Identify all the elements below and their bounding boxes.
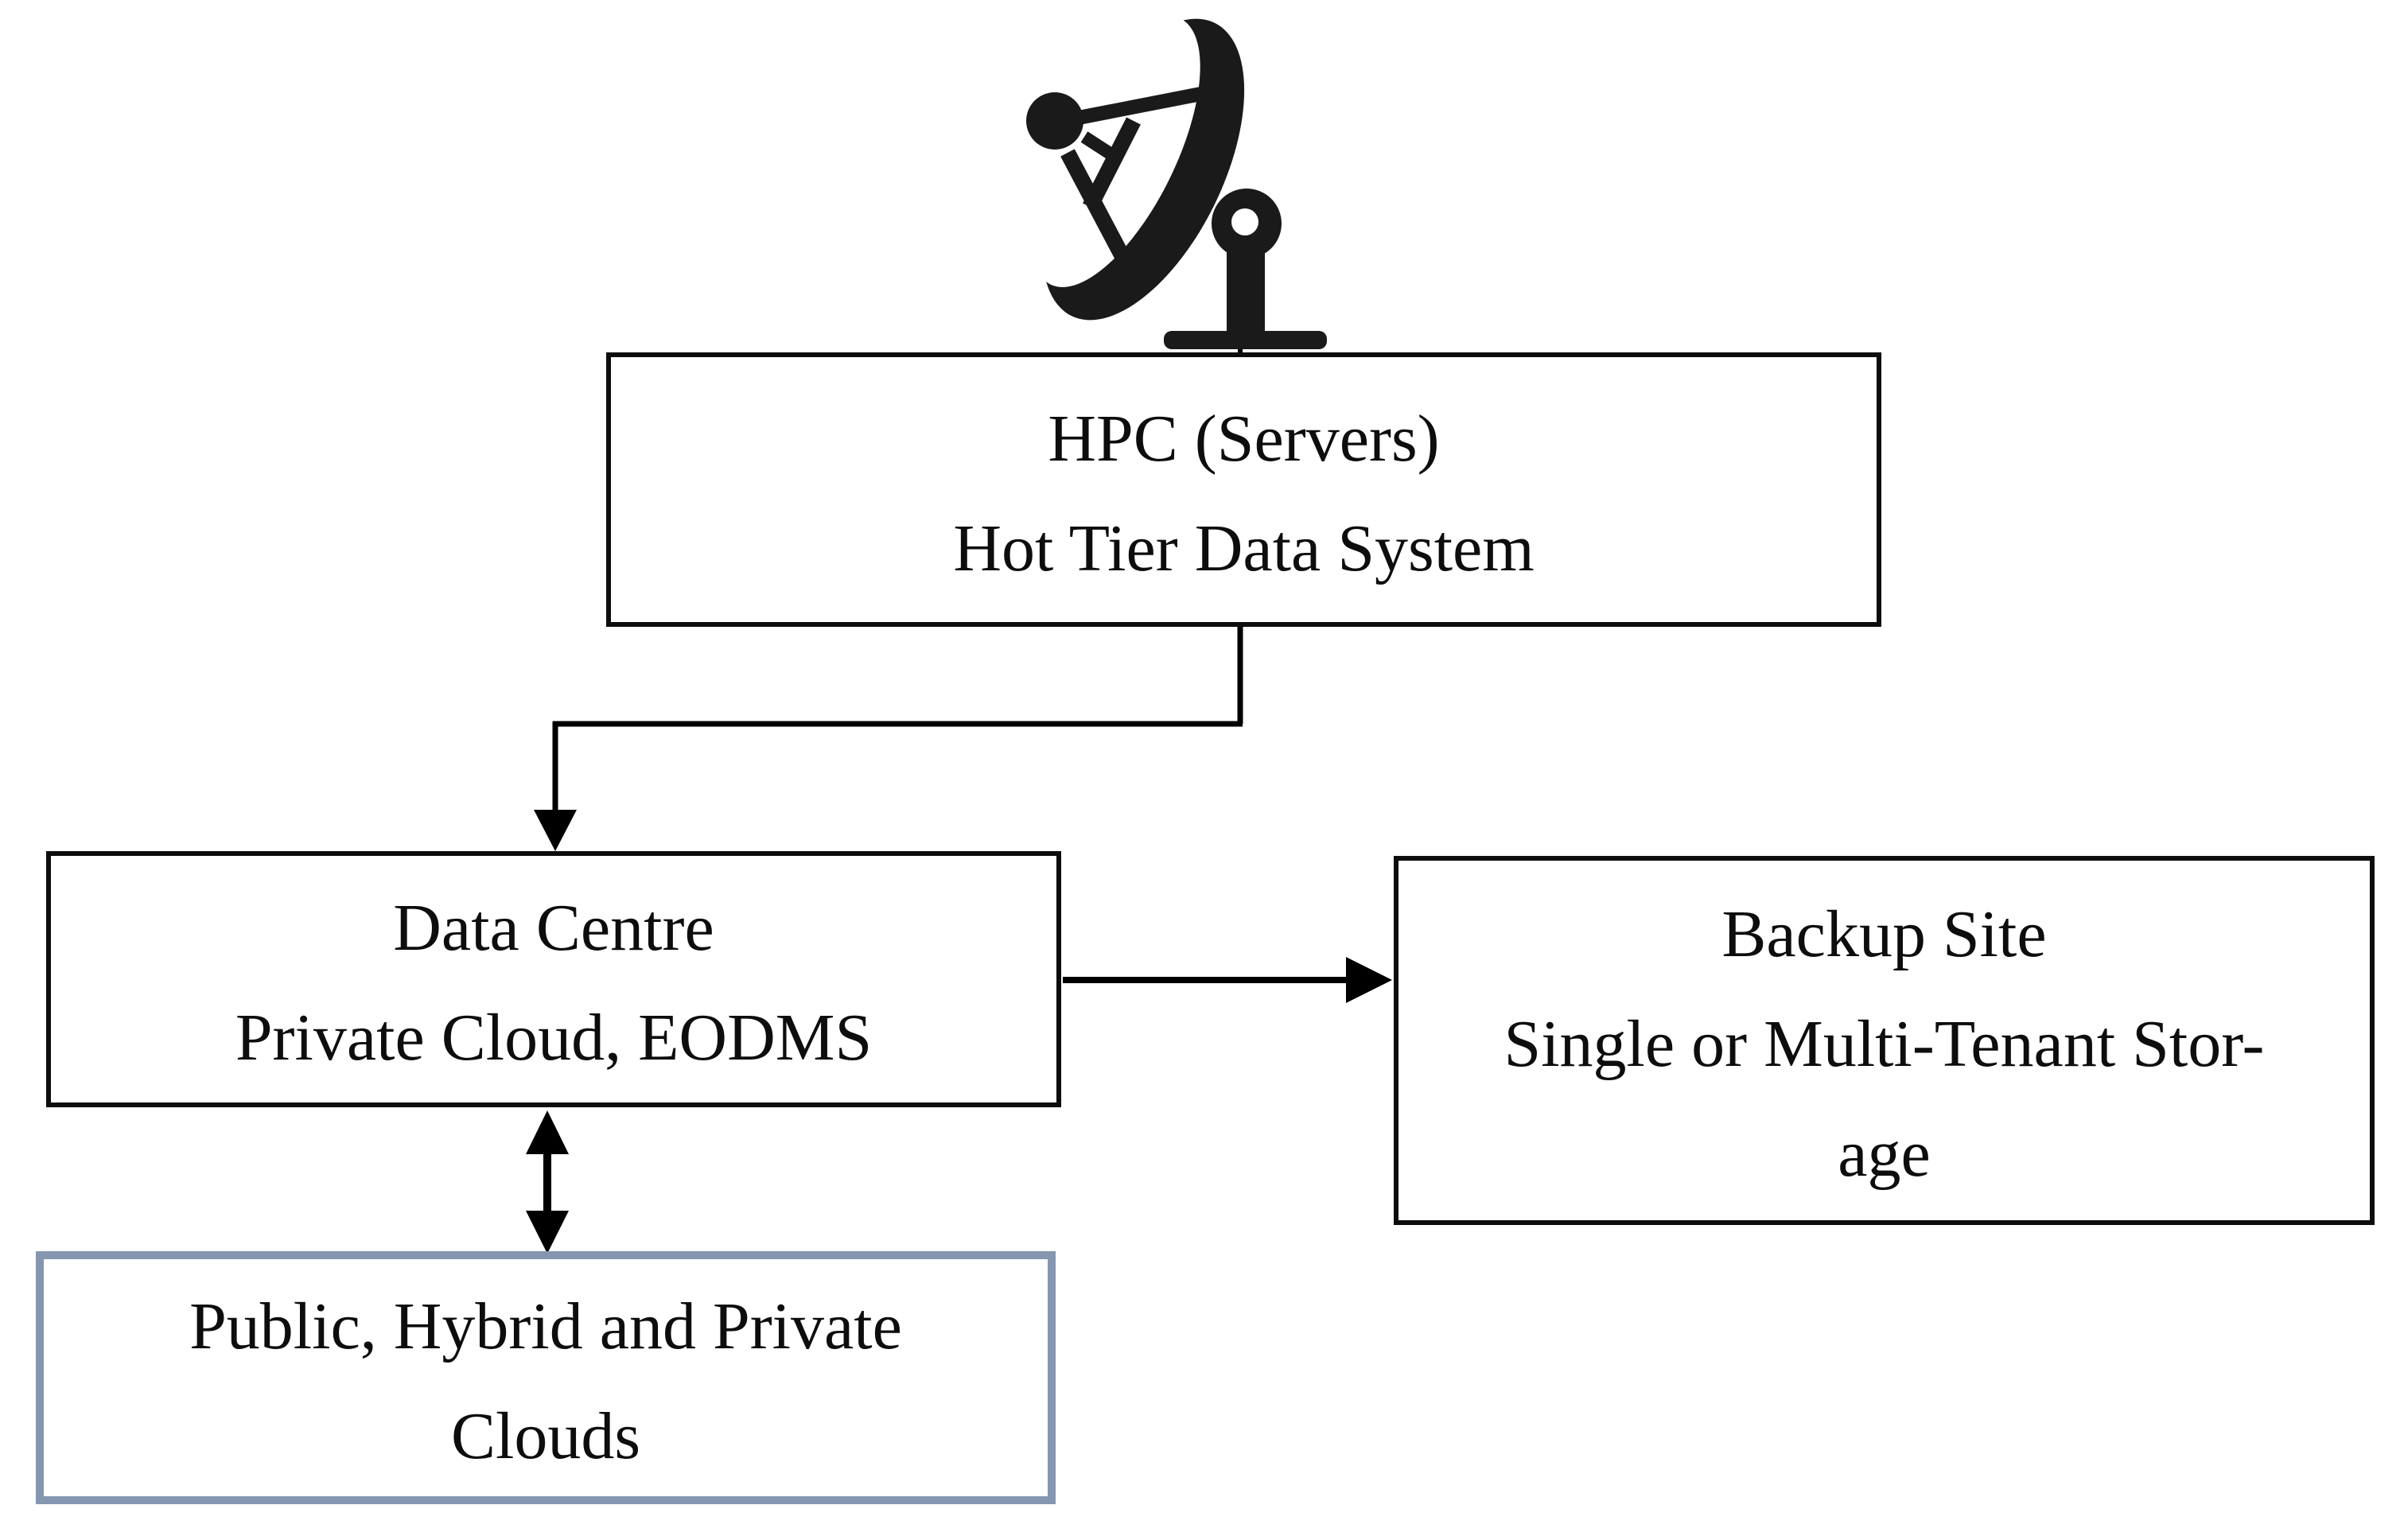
- node-label-line: Data Centre: [393, 891, 714, 965]
- dish-base: [1164, 331, 1327, 349]
- dish-strut-short: [1083, 117, 1141, 211]
- node-hpc-servers: HPC (Servers) Hot Tier Data System: [606, 352, 1881, 627]
- feed-horn-ball: [1026, 92, 1083, 150]
- node-label-line: HPC (Servers): [1048, 401, 1440, 476]
- node-public-hybrid-private-clouds: Public, Hybrid and Private Clouds: [36, 1251, 1056, 1504]
- node-label-line: Single or Multi-Tenant Stor-: [1503, 1007, 2265, 1081]
- node-label-line: Backup Site: [1721, 897, 2047, 971]
- node-label-line: Hot Tier Data System: [953, 511, 1535, 585]
- node-backup-site: Backup Site Single or Multi-Tenant Stor-…: [1394, 856, 2375, 1225]
- feed-stub: [1080, 131, 1118, 161]
- edge-datacentre-to-clouds: [526, 1110, 569, 1254]
- arrowhead-up: [526, 1110, 569, 1154]
- node-data-centre: Data Centre Private Cloud, EODMS: [46, 851, 1061, 1107]
- node-label-line: Clouds: [450, 1399, 641, 1473]
- edge-datacentre-to-backup: [1063, 957, 1392, 1003]
- node-label-line: Public, Hybrid and Private: [189, 1289, 902, 1363]
- arrowhead-right: [1346, 957, 1392, 1003]
- arrowhead-down: [534, 810, 577, 851]
- satellite-dish-icon: [1026, 16, 1327, 356]
- node-label-line: age: [1838, 1117, 1931, 1191]
- edge-hpc-to-datacentre: [534, 627, 1243, 851]
- node-label-line: Private Cloud, EODMS: [235, 1001, 873, 1075]
- feed-arm: [1077, 86, 1207, 125]
- arrowhead-down: [526, 1211, 569, 1254]
- dish-mount-hole: [1231, 208, 1258, 235]
